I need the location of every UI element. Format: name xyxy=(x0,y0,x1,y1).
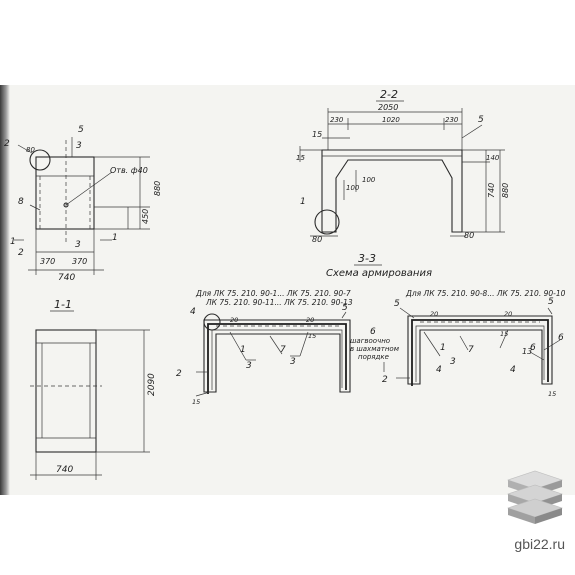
rr-m20a: 20 xyxy=(430,310,438,318)
rr-m5a: 5 xyxy=(394,299,400,309)
front-view: 2 80 5 3 Отв. ф40 8 880 450 1 1 2 3 370 … xyxy=(4,125,162,283)
rr-m4b: 4 xyxy=(510,365,516,375)
reinforcement-right: Для ЛК 75. 210. 90-8... ЛК 75. 210. 90-1… xyxy=(382,289,566,398)
dim-230b: 230 xyxy=(445,116,459,124)
dim-100b: 100 xyxy=(362,176,376,184)
dim-2050: 2050 xyxy=(378,103,398,112)
mark-2a: 2 xyxy=(4,139,10,149)
rr-m6a: 6 xyxy=(558,333,564,343)
note-line3: порядке xyxy=(358,353,389,361)
rr-m7: 7 xyxy=(468,345,474,355)
rr-m5b: 5 xyxy=(548,297,554,307)
mark-15: 15 xyxy=(312,130,322,139)
section-33-title: 3-3 xyxy=(358,252,376,265)
rl-m1: 1 xyxy=(240,345,246,355)
dim-370b: 370 xyxy=(72,257,87,266)
dim-740-22: 740 xyxy=(487,183,496,198)
dim-80a: 80 xyxy=(312,235,322,244)
section-3-3-header: 3-3 Схема армирования xyxy=(326,252,432,279)
dim-880: 880 xyxy=(153,181,162,196)
rr-m4: 4 xyxy=(436,365,442,375)
dim-100a: 100 xyxy=(346,184,360,192)
mark-2b: 2 xyxy=(18,248,24,258)
section-11-title: 1-1 xyxy=(54,298,72,311)
note-mark-6: 6 xyxy=(370,327,376,337)
dim-740-11: 740 xyxy=(56,465,73,475)
dim-2090: 2090 xyxy=(147,373,157,396)
dim-80b: 80 xyxy=(464,231,474,240)
hole-label: Отв. ф40 xyxy=(110,166,148,175)
section-22-title: 2-2 xyxy=(380,88,398,101)
dim-140: 140 xyxy=(486,154,500,162)
rr-m20b: 20 xyxy=(504,310,512,318)
rl-m3b: 3 xyxy=(290,357,296,367)
section-2-2: 2-2 2050 230 1020 230 15 15 5 140 740 xyxy=(296,88,510,244)
mark-3b: 3 xyxy=(75,240,81,250)
rl-m7: 7 xyxy=(280,345,286,355)
section-1-1: 1-1 2090 740 xyxy=(30,298,157,480)
watermark-site: gbi22.ru xyxy=(514,536,565,552)
rr-m3: 3 xyxy=(450,357,456,367)
dim-740: 740 xyxy=(58,273,75,283)
dim-880-22: 880 xyxy=(501,183,510,198)
rl-m20a: 20 xyxy=(230,316,238,324)
rl-m3: 3 xyxy=(246,361,252,371)
rl-m2: 2 xyxy=(176,369,182,379)
mark-5-22: 5 xyxy=(478,115,484,125)
rr-m15b: 15 xyxy=(548,390,556,398)
rl-m15a: 15 xyxy=(192,398,200,406)
scan-edge-shadow xyxy=(0,85,10,495)
mark-80: 80 xyxy=(26,146,35,154)
rl-m15b: 15 xyxy=(308,332,316,340)
dim-450: 450 xyxy=(141,209,150,224)
note-line1: шагвоочно xyxy=(350,337,390,345)
stagger-note: 6 шагвоочно в шахматном порядке xyxy=(350,327,400,372)
rr-m15a: 15 xyxy=(500,330,508,338)
rl-m4: 4 xyxy=(190,307,196,317)
rl-title1: Для ЛК 75. 210. 90-1... ЛК 75. 210. 90-7 xyxy=(195,289,351,298)
stacked-slabs-icon xyxy=(507,470,563,524)
mark-1-22: 1 xyxy=(300,197,306,207)
rr-m13: 13 xyxy=(522,347,532,356)
rl-m5: 5 xyxy=(342,303,348,313)
mark-1b: 1 xyxy=(112,233,118,243)
rl-title2: ЛК 75. 210. 90-11... ЛК 75. 210. 90-13 xyxy=(205,298,353,307)
reinforcement-left: Для ЛК 75. 210. 90-1... ЛК 75. 210. 90-7… xyxy=(176,289,353,406)
note-line2: в шахматном xyxy=(350,345,400,353)
rr-m1: 1 xyxy=(440,343,446,353)
dim-230a: 230 xyxy=(330,116,344,124)
rr-m6b: 6 xyxy=(530,343,536,353)
mark-1a: 1 xyxy=(10,237,16,247)
mark-15b: 15 xyxy=(296,154,305,162)
rr-title: Для ЛК 75. 210. 90-8... ЛК 75. 210. 90-1… xyxy=(405,289,566,298)
dim-370a: 370 xyxy=(40,257,55,266)
rl-m20b: 20 xyxy=(306,316,314,324)
mark-8: 8 xyxy=(18,197,24,207)
rr-m2: 2 xyxy=(382,375,388,385)
scheme-title: Схема армирования xyxy=(326,268,432,279)
mark-3a: 3 xyxy=(76,141,82,151)
mark-5: 5 xyxy=(78,125,84,135)
dim-1020: 1020 xyxy=(382,116,400,124)
